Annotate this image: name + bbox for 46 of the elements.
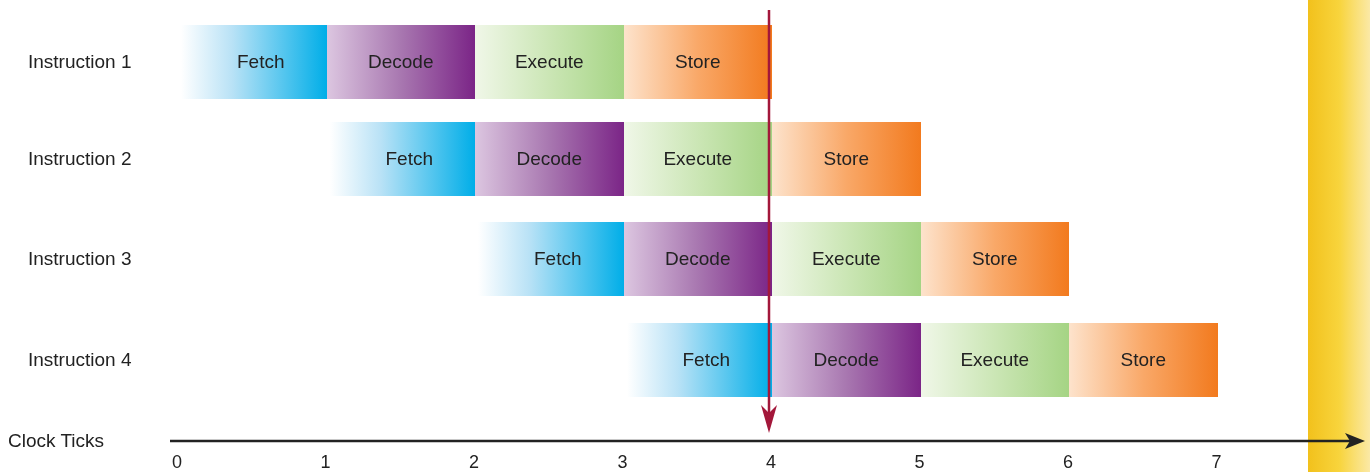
execute-stage-bar [920, 323, 1069, 397]
tick-label: 6 [1063, 452, 1073, 472]
stage-label: Store [675, 51, 721, 73]
decode-stage-bar [326, 25, 475, 99]
row-label: Instruction 1 [28, 51, 132, 73]
tick-label: 3 [617, 452, 628, 472]
tick-label: 2 [469, 452, 479, 472]
stage-label: Execute [811, 248, 881, 270]
fetch-stage-bar [478, 222, 624, 296]
tick-label: 5 [914, 452, 925, 472]
store-stage-bar [772, 122, 921, 196]
decode-stage-bar [475, 122, 624, 196]
stage-label: Execute [960, 349, 1030, 371]
row-label: Instruction 2 [28, 148, 132, 170]
stage-label: Fetch [682, 349, 730, 371]
decode-stage-bar [772, 323, 921, 397]
stage-label: Decode [368, 51, 434, 73]
decode-stage-bar [623, 222, 772, 296]
stage-label: Decode [665, 248, 731, 270]
stage-label: Store [823, 148, 869, 170]
tick-label: 0 [172, 452, 182, 472]
execute-stage-bar [475, 25, 624, 99]
stage-label: Execute [663, 148, 733, 170]
stage-label: Decode [813, 349, 879, 371]
fetch-stage-bar [181, 25, 327, 99]
stage-label: Store [972, 248, 1018, 270]
stage-label: Decode [516, 148, 582, 170]
store-stage-bar [920, 222, 1069, 296]
stage-label: Execute [514, 51, 584, 73]
axis-title: Clock Ticks [8, 430, 105, 452]
stage-label: Fetch [237, 51, 285, 73]
side-band [1308, 0, 1370, 472]
row-label: Instruction 4 [28, 349, 132, 371]
tick-label: 1 [320, 452, 331, 472]
store-stage-bar [623, 25, 772, 99]
fetch-stage-bar [626, 323, 772, 397]
store-stage-bar [1069, 323, 1218, 397]
stage-label: Fetch [385, 148, 433, 170]
fetch-stage-bar [329, 122, 475, 196]
tick-label: 4 [766, 452, 776, 472]
execute-stage-bar [772, 222, 921, 296]
stage-label: Store [1120, 349, 1166, 371]
stage-label: Fetch [534, 248, 582, 270]
execute-stage-bar [623, 122, 772, 196]
tick-label: 7 [1211, 452, 1222, 472]
row-label: Instruction 3 [28, 248, 132, 270]
